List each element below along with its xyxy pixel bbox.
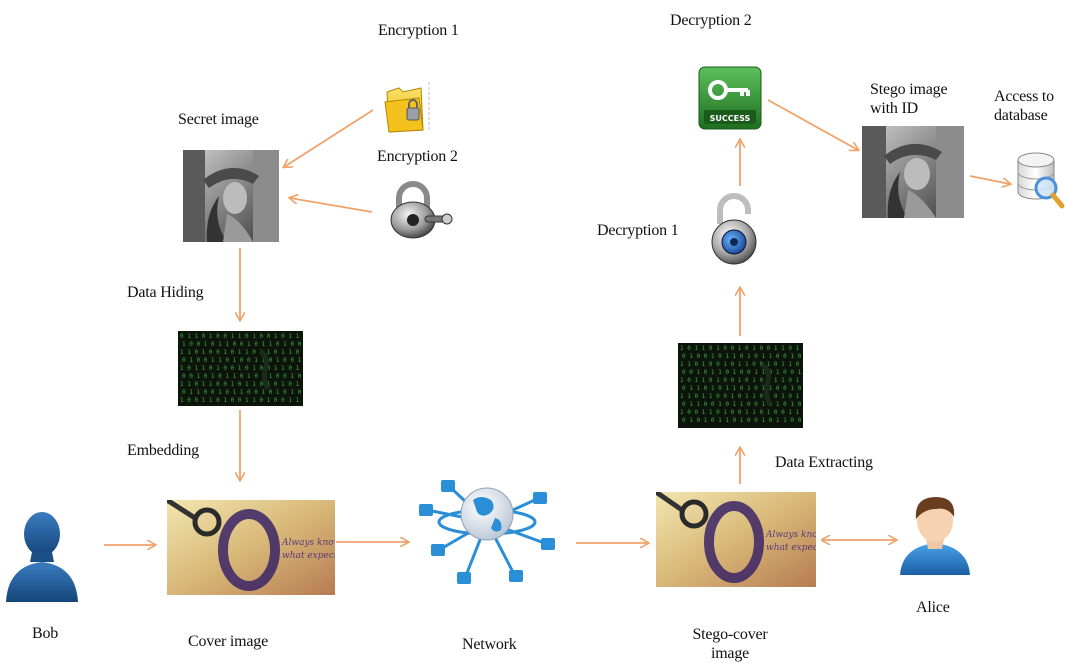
svg-text:0 1 1 0 1 0 0 1 1 0 1 0 0 1 0: 0 1 1 0 1 0 0 1 1 0 1 0 0 1 0 1 1 0 1 0 … [180, 333, 303, 340]
svg-text:0 0 1 0 1 0 1 1 0 1 0 1 1 0 0: 0 0 1 0 1 0 1 1 0 1 0 1 1 0 0 1 0 0 1 0 … [182, 373, 303, 380]
padlock-closed-icon [385, 180, 453, 240]
label-stego-cover-2: image [710, 645, 750, 662]
arrow-enc2-to-secret [290, 198, 373, 213]
svg-text:0 1 0 0 1 0 1 1 0 1 0 1 1 0 0: 0 1 0 0 1 0 1 1 0 1 0 1 1 0 0 1 0 0 1 0 … [682, 353, 803, 360]
label-stego-id-2: with ID [870, 100, 918, 117]
arrow-stegoid-to-db [969, 175, 1010, 184]
arrow-enc1-to-secret [284, 109, 374, 167]
label-bob: Bob [32, 625, 59, 642]
label-stego-id-1: Stego image [870, 81, 948, 98]
svg-text:1 1 0 1 0 0 1 0 1 1 0 0 1 0 1: 1 1 0 1 0 0 1 0 1 1 0 0 1 0 1 1 0 1 1 0 … [180, 349, 303, 356]
label-secret-image: Secret image [178, 111, 259, 128]
svg-text:1 0 0 1 1 0 1 0 0 1 1 0 1 0 0: 1 0 0 1 1 0 1 0 0 1 1 0 1 0 0 1 1 0 1 1 … [680, 409, 803, 416]
user-avatar-icon [898, 489, 972, 575]
label-embedding: Embedding [127, 442, 199, 459]
svg-text:0 1 0 1 0 1 1 0 1 0 0 1 0 1 1: 0 1 0 1 0 1 1 0 1 0 0 1 0 1 1 0 0 1 0 1 … [682, 417, 803, 424]
hidden-data-matrix-2: 1 0 1 1 0 1 0 0 1 0 1 0 0 1 1 0 1 1 0 1 … [678, 343, 803, 428]
svg-text:1 0 1 1 0 1 0 0 1 0 1 0 0 1 1: 1 0 1 1 0 1 0 0 1 0 1 0 0 1 1 0 1 1 0 1 … [680, 345, 803, 352]
label-cover-image: Cover image [188, 633, 268, 650]
svg-text:1 1 0 1 1 0 0 1 0 1 1 0 1 0 1: 1 1 0 1 1 0 0 1 0 1 1 0 1 0 1 0 1 1 0 1 … [180, 381, 303, 388]
label-alice: Alice [916, 599, 950, 616]
svg-text:0 1 1 0 1 0 1 1 0 1 0 1 1 0 0: 0 1 1 0 1 0 1 1 0 1 0 1 1 0 0 1 0 0 1 0 … [682, 385, 803, 392]
svg-text:0 1 1 0 0 1 0 1 1 0 0 1 0 1 0: 0 1 1 0 0 1 0 1 1 0 0 1 0 1 0 1 0 0 1 0 … [182, 389, 303, 396]
label-decryption-2: Decryption 2 [670, 12, 752, 29]
secret-image-thumbnail [183, 150, 279, 242]
padlock-open-icon [704, 192, 770, 268]
user-avatar-icon [2, 506, 82, 602]
hidden-data-matrix-1: 0 1 1 0 1 0 0 1 1 0 1 0 0 1 0 1 1 0 1 0 … [178, 331, 303, 406]
label-access-2: database [994, 107, 1048, 124]
arrow-dec2-to-stegoid [767, 99, 858, 150]
key-success-icon: SUCCESS [698, 66, 762, 130]
svg-text:0 0 1 0 1 1 0 1 0 0 1 1 0 1 0: 0 0 1 0 1 1 0 1 0 0 1 1 0 1 0 0 1 0 0 1 … [682, 369, 803, 376]
label-encryption-1: Encryption 1 [378, 22, 459, 39]
folder-lock-icon [383, 78, 435, 134]
label-access-1: Access to [994, 88, 1054, 105]
stego-image-with-id-thumbnail [862, 126, 964, 218]
svg-text:1 1 0 1 0 0 1 0 1 1 0 0 1 0 1: 1 1 0 1 0 0 1 0 1 1 0 0 1 0 1 1 0 1 1 0 … [680, 361, 803, 368]
label-data-hiding: Data Hiding [127, 284, 204, 301]
label-encryption-2: Encryption 2 [377, 148, 458, 165]
svg-text:1 0 1 1 0 1 0 0 1 0 1 0 0 1 1: 1 0 1 1 0 1 0 0 1 0 1 0 0 1 1 0 1 1 0 1 … [180, 365, 303, 372]
label-network: Network [462, 636, 517, 653]
database-search-icon [1014, 150, 1066, 210]
svg-text:0 1 0 0 1 1 0 1 0 0 1 1 0 1 0: 0 1 0 0 1 1 0 1 0 0 1 1 0 1 0 0 1 0 0 1 … [182, 357, 303, 364]
label-stego-cover-1: Stego-cover [692, 626, 768, 643]
svg-text:0 1 1 0 0 1 0 1 1 0 0 1 0 1 0: 0 1 1 0 0 1 0 1 1 0 0 1 0 1 0 1 0 0 1 0 … [682, 401, 803, 408]
label-decryption-1: Decryption 1 [597, 222, 679, 239]
svg-text:1 1 0 1 1 0 0 1 0 1 1 0 1 0 1: 1 1 0 1 1 0 0 1 0 1 1 0 1 0 1 0 1 1 0 1 … [680, 393, 803, 400]
label-data-extracting: Data Extracting [775, 454, 873, 471]
svg-text:1 0 1 1 0 1 0 0 1 0 1 0 0 1 1: 1 0 1 1 0 1 0 0 1 0 1 0 0 1 1 0 1 1 0 1 … [680, 377, 803, 384]
svg-text:1 0 0 1 0 1 1 0 0 1 0 1 1 0 1: 1 0 0 1 0 1 1 0 0 1 0 1 1 0 1 0 0 1 0 1 … [182, 341, 303, 348]
stego-text-2: what expect [766, 543, 816, 553]
success-text: SUCCESS [710, 114, 751, 123]
svg-text:1 0 0 1 1 0 1 0 0 1 1 0 1 0 0: 1 0 0 1 1 0 1 0 0 1 1 0 1 0 0 1 1 0 1 1 … [180, 397, 303, 404]
cover-text-2: what expect [282, 551, 335, 561]
network-globe-icon [411, 470, 563, 588]
